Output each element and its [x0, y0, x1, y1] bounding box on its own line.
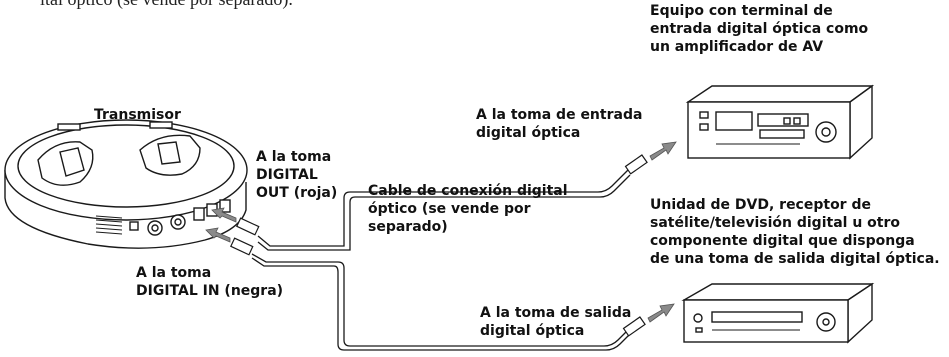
output-jack-label: A la toma de salida digital óptica [480, 305, 632, 339]
amp-device-label: Equipo con terminal de entrada digital ó… [650, 3, 869, 55]
device-side-plugs [622, 154, 648, 337]
optical-cable-to-dvd [251, 253, 631, 351]
cut-off-header-text: ital óptico (se vende por separado). [40, 0, 293, 10]
cable-label: Cable de conexión digital óptico (se ven… [368, 183, 568, 235]
digital-in-label: A la toma DIGITAL IN (negra) [136, 265, 284, 299]
optical-cable-to-amp [257, 169, 631, 251]
transmitter-label: Transmisor [94, 107, 181, 123]
transmitter-device [4, 119, 248, 249]
dvd-device-label: Unidad de DVD, receptor de satélite/tele… [650, 197, 940, 267]
transmitter-plug-arrows [205, 207, 237, 243]
transmitter-side-plugs [230, 217, 260, 256]
device-plug-arrows [647, 141, 677, 323]
av-amplifier-device [685, 84, 875, 160]
dvd-unit-device [681, 282, 875, 344]
digital-out-label: A la toma DIGITAL OUT (roja) [256, 149, 338, 201]
input-jack-label: A la toma de entrada digital óptica [476, 107, 643, 141]
